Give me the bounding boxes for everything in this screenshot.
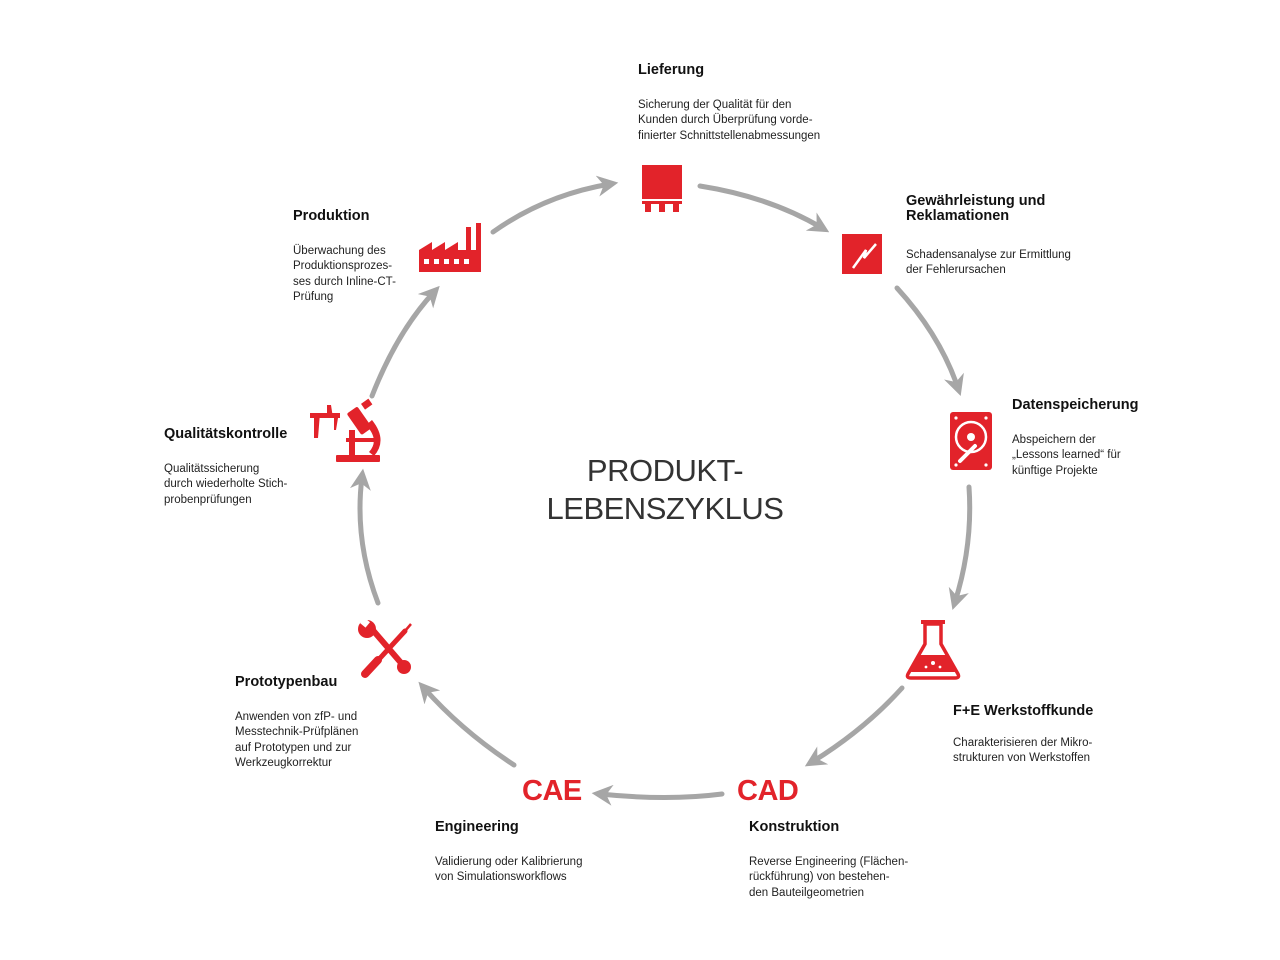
cycle-arrow (804, 685, 905, 767)
cad-icon-text: CAD (737, 775, 799, 807)
stage-title: F+E Werkstoffkunde (953, 703, 1094, 719)
pallet-box-icon (642, 165, 682, 212)
stage-description: Charakterisieren der Mikro- strukturen v… (953, 737, 1093, 765)
stage-title: Qualitätskontrolle (164, 426, 288, 442)
cycle-arrow (591, 784, 725, 806)
factory-icon (419, 223, 481, 272)
cycle-arrow (894, 285, 964, 396)
stage-qualitaetskontrolle: Qualitätskontrolle Qualitätssicherung du… (164, 427, 287, 508)
cycle-arrow (697, 183, 830, 233)
cycle-arrow (490, 175, 619, 235)
stage-title: Prototypenbau (235, 674, 338, 690)
stage-engineering: Engineering Validierung oder Kalibrierun… (435, 820, 582, 886)
wrench-screwdriver-icon (358, 617, 412, 678)
stage-description: Anwenden von zfP- und Messtechnik-Prüfpl… (235, 711, 359, 769)
stage-description: Validierung oder Kalibrierung von Simula… (435, 856, 583, 884)
broken-part-icon (842, 234, 882, 274)
stage-description: Überwachung des Produktionsprozes- ses d… (293, 245, 396, 303)
caliper-microscope-icon (310, 398, 381, 462)
cycle-arrow (349, 468, 381, 606)
stage-title: Lieferung (638, 62, 705, 78)
stage-description: Sicherung der Qualität für den Kunden du… (638, 99, 821, 142)
stage-konstruktion: Konstruktion Reverse Engineering (Fläche… (749, 820, 908, 901)
stage-description: Qualitätssicherung durch wiederholte Sti… (164, 463, 288, 506)
stage-prototypenbau: Prototypenbau Anwenden von zfP- und Mess… (235, 675, 358, 771)
hard-disk-icon (950, 412, 992, 470)
stage-title: Produktion (293, 208, 370, 224)
stage-description: Schadensanalyse zur Ermittlung der Fehle… (906, 249, 1071, 277)
cae-icon-text: CAE (522, 775, 582, 807)
stage-datenspeicherung: Datenspeicherung Abspeichern der „Lesson… (1012, 398, 1139, 479)
cycle-arrow (418, 681, 517, 768)
stage-gewaehrleistung: Gewährleistung und Reklamationen Schaden… (906, 194, 1071, 279)
cycle-arrow (369, 285, 440, 399)
stage-description: Reverse Engineering (Flächen- rückführun… (749, 856, 909, 899)
page-title: PRODUKT- LEBENSZYKLUS (546, 453, 784, 526)
stage-lieferung: Lieferung Sicherung der Qualität für den… (638, 63, 820, 144)
stage-title: Engineering (435, 819, 519, 835)
stage-description: Abspeichern der „Lessons learned“ für kü… (1012, 434, 1121, 477)
cycle-arrow (948, 484, 973, 611)
stage-title: Konstruktion (749, 819, 840, 835)
stage-werkstoffkunde: F+E Werkstoffkunde Charakterisieren der … (953, 704, 1093, 767)
flask-icon (905, 620, 961, 680)
stage-title: Gewährleistung und Reklamationen (906, 193, 1046, 224)
stage-title: Datenspeicherung (1012, 397, 1139, 413)
stage-produktion: Produktion Überwachung des Produktionspr… (293, 209, 396, 305)
